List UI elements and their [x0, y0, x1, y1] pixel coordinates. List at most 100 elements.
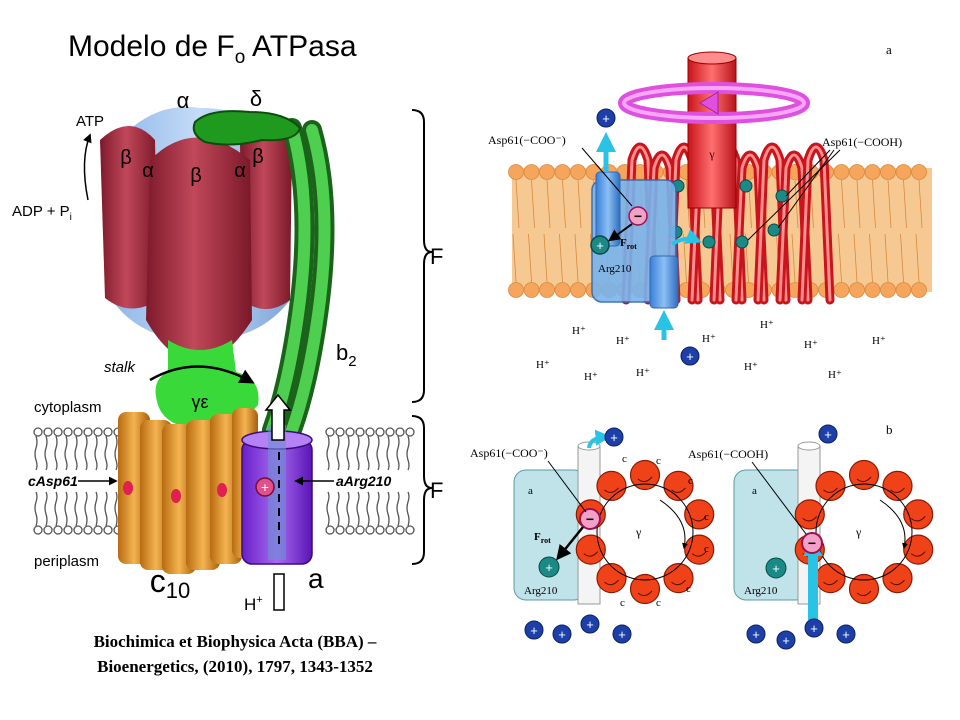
- a-subunit: +: [241, 425, 313, 565]
- panel-b-right-plus: [765, 557, 787, 579]
- alpha-left-label: α: [142, 160, 154, 182]
- panel-a-letter: a: [886, 42, 892, 57]
- panel-a-rotation-arrowhead: [699, 91, 719, 115]
- delta-label: δ: [250, 86, 262, 111]
- svg-text:+: +: [686, 349, 694, 364]
- periplasm-label: periplasm: [34, 553, 99, 570]
- panel-b-left-protons: + + + +: [524, 614, 632, 644]
- panel-b-left-minus: [579, 508, 601, 530]
- panel-a-frot-arrow: [608, 223, 633, 242]
- beta-right-label: β: [252, 146, 264, 168]
- svg-text:H⁺: H⁺: [536, 359, 550, 371]
- b2-stator-rod-inner: [266, 122, 311, 436]
- panel-a: a γ: [488, 42, 932, 383]
- casp61-label: cAsp61: [28, 473, 78, 489]
- svg-text:H⁺: H⁺: [804, 339, 818, 351]
- proton-channel-arrow: [264, 393, 292, 441]
- svg-text:H⁺: H⁺: [584, 371, 598, 383]
- panel-a-gamma-shaft: [687, 57, 737, 209]
- svg-text:c: c: [656, 455, 661, 467]
- svg-text:+: +: [782, 633, 790, 648]
- fo-label: F: [430, 478, 443, 503]
- panel-b-left-asp-label: Asp61(−COO⁻): [470, 446, 548, 460]
- svg-text:+: +: [824, 427, 832, 442]
- beta-center-label: β: [190, 165, 202, 187]
- proton-label: H+: [244, 594, 263, 614]
- svg-text:+: +: [810, 621, 818, 636]
- cytoplasm-label: cytoplasm: [34, 399, 102, 416]
- c10-label: c10: [150, 563, 190, 603]
- panel-b-right-a-label: a: [752, 485, 757, 497]
- title-main: Modelo de F: [68, 30, 235, 63]
- panel-b-right-asp-label: Asp61(−COOH): [688, 447, 768, 461]
- panel-b-right-protons: + + + +: [746, 618, 856, 650]
- b2-label: b2: [336, 340, 357, 370]
- left-membrane: [33, 427, 415, 535]
- title-end: ATPasa: [245, 30, 357, 63]
- panel-b-right-minus: [801, 532, 823, 554]
- panel-a-proton-bottom: [680, 346, 700, 366]
- gamma-epsilon-label: γε: [191, 392, 208, 412]
- panel-b: b γ − + Frot Arg210 a Asp61(−COO⁻): [470, 422, 934, 650]
- panel-b-right-gamma: γ: [855, 525, 862, 539]
- panel-b-right-a-subunit: [733, 469, 809, 601]
- svg-text:+: +: [558, 627, 566, 642]
- proton-entry-bar: [273, 573, 285, 611]
- panel-b-left-arg210: Arg210: [524, 585, 558, 597]
- svg-text:H⁺: H⁺: [616, 335, 630, 347]
- svg-text:c: c: [620, 597, 625, 609]
- svg-text:c: c: [688, 475, 693, 487]
- atp-label: ATP: [76, 113, 104, 130]
- adp-label: ADP + Pi: [12, 203, 72, 223]
- panel-b-right: γ − + Arg210 a Asp61(−COOH) + + + + +: [688, 424, 934, 650]
- panel-a-proton-top: [596, 108, 616, 128]
- rotation-arrow: [149, 365, 255, 384]
- f1-label: F: [430, 244, 443, 269]
- svg-text:+: +: [530, 623, 538, 638]
- f1-brace: [411, 109, 433, 403]
- svg-text:H⁺: H⁺: [744, 361, 758, 373]
- panel-a-asp-cooh-label: Asp61(−COOH): [822, 135, 902, 149]
- citation-line-2: Bioenergetics, (2010), 1797, 1343-1352: [97, 657, 373, 676]
- svg-text:+: +: [610, 430, 618, 445]
- panel-a-gamma-label: γ: [708, 147, 715, 161]
- panel-b-right-arg210: Arg210: [744, 585, 778, 597]
- panel-a-plus-charge: [590, 235, 610, 255]
- svg-text:H⁺: H⁺: [636, 367, 650, 379]
- panel-a-asp-coo-label: Asp61(−COO⁻): [488, 133, 566, 147]
- svg-text:+: +: [545, 560, 553, 575]
- svg-text:H⁺: H⁺: [572, 325, 586, 337]
- svg-text:+: +: [586, 617, 594, 632]
- beta-subunit-center: [146, 137, 252, 362]
- svg-text:c: c: [704, 511, 709, 523]
- panel-b-letter: b: [886, 422, 893, 437]
- svg-text:+: +: [752, 627, 760, 642]
- b2-stator-rod-2-inner: [286, 124, 331, 436]
- svg-text:+: +: [602, 111, 610, 126]
- c10-ring: [118, 408, 258, 574]
- svg-text:c: c: [656, 597, 661, 609]
- panel-a-asp-sites: [669, 179, 789, 249]
- gamma-epsilon-stalk: [155, 340, 259, 428]
- alpha-right-label: α: [234, 160, 246, 182]
- svg-text:c: c: [704, 543, 709, 555]
- panel-a-protons: H⁺ H⁺ H⁺ H⁺ H⁺ H⁺ H⁺ H⁺ H⁺ H⁺ H⁺: [536, 319, 886, 383]
- fo-brace: [411, 415, 433, 565]
- svg-text:H⁺: H⁺: [702, 333, 716, 345]
- svg-text:−: −: [586, 511, 594, 527]
- svg-text:H⁺: H⁺: [760, 319, 774, 331]
- svg-text:+: +: [596, 238, 604, 253]
- svg-text:+: +: [772, 561, 780, 576]
- beta-subunit-right: [240, 126, 292, 309]
- beta-left-label: β: [120, 147, 132, 169]
- alpha-top-label: α: [177, 88, 190, 113]
- stalk-label: stalk: [104, 359, 136, 376]
- panel-a-arg210-label: Arg210: [598, 263, 632, 275]
- panel-b-left-gamma: γ: [635, 525, 642, 539]
- citation-line-1: Biochimica et Biophysica Acta (BBA) –: [93, 632, 377, 651]
- delta-subunit: [192, 110, 302, 146]
